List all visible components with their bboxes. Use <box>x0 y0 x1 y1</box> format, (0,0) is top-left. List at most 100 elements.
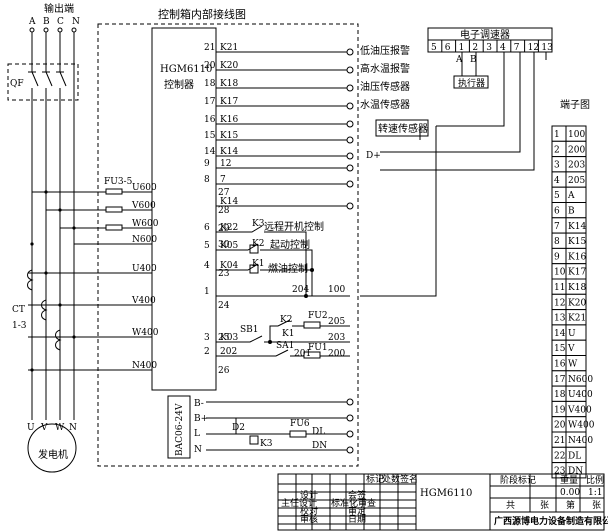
wire-label: K03 <box>220 333 238 343</box>
wire-label: U600 <box>132 183 157 193</box>
relay-k3-label: K3 <box>252 219 265 229</box>
governor-a-label: A <box>455 55 463 65</box>
terminal-label: V <box>567 344 575 354</box>
pin-number: 27 <box>218 188 230 198</box>
wire-label: K22 <box>220 223 238 233</box>
tb-stage-mark: 阶段标记 <box>500 474 536 486</box>
output-label: 输出端 <box>44 2 74 15</box>
qf-label: QF <box>10 79 24 89</box>
pin-number: 2 <box>204 347 210 357</box>
wire-203-label: 203 <box>328 333 345 343</box>
qf-breaker-box <box>7 63 79 101</box>
charger-box <box>167 395 191 459</box>
terminal-number: 21 <box>554 436 565 446</box>
pin-number: 25 <box>218 333 230 343</box>
fu1-label: FU1 <box>308 343 328 353</box>
terminal-label: K14 <box>568 222 586 232</box>
tb-mid-countersign: 会签 <box>348 489 366 501</box>
phase-c-label: C <box>57 17 64 27</box>
pin-number: 1 <box>204 287 210 297</box>
pin-number: 16 <box>204 115 216 125</box>
terminal-number: 12 <box>554 298 565 308</box>
terminal-label: K18 <box>568 283 586 293</box>
wire-100-label: 100 <box>328 285 345 295</box>
controller-pin-27: 27 U600 <box>44 183 230 198</box>
terminal-row: 7 K14 <box>551 217 587 234</box>
pin-number: 24 <box>218 301 230 311</box>
phase-n-label: N <box>72 17 80 27</box>
governor-pin-label: 12 <box>528 43 539 53</box>
terminal-label: A <box>567 191 575 201</box>
wire-label: K17 <box>220 97 238 107</box>
pin-number: 3 <box>204 333 210 343</box>
governor-pin-label: 5 <box>431 43 437 53</box>
tb-col-count: 处数 <box>382 473 400 485</box>
tb-mid-date: 日期 <box>348 514 366 525</box>
dn-label: DN <box>312 441 327 451</box>
wire-label: N400 <box>132 361 157 371</box>
generator-label: 发电机 <box>38 448 68 461</box>
qf-breaker-contacts <box>28 32 67 100</box>
charger-pin-l: L <box>194 429 200 439</box>
governor-pin-label: 3 <box>486 43 492 53</box>
charger-k3-label: K3 <box>260 439 273 449</box>
wire-label: U400 <box>132 264 157 274</box>
terminal-label: U <box>568 329 576 339</box>
cabinet-title: 控制箱内部接线图 <box>158 7 246 21</box>
tb-weight-value: 0.00 <box>560 488 580 498</box>
wire-label: K15 <box>220 131 238 141</box>
fuse-fu35-label: FU3-5 <box>104 177 133 187</box>
terminal-number: 19 <box>554 405 566 415</box>
terminal-number: 5 <box>554 191 560 201</box>
tb-weight-header: 重量 <box>560 474 578 486</box>
terminal-number: 15 <box>554 344 566 354</box>
terminal-label: 100 <box>568 130 585 140</box>
terminal-label: DL <box>568 451 581 461</box>
wire-label: K04 <box>220 261 238 271</box>
tb-row-check: 校对 <box>300 505 318 517</box>
speed-sensor-box <box>375 119 429 137</box>
governor-pin-label: 1 <box>459 43 465 53</box>
charger-pin-bplus: B+ <box>194 414 208 424</box>
pin-number: 5 <box>204 241 210 251</box>
terminal-number: 13 <box>554 314 566 324</box>
controller-pin-3: 3 K03 <box>204 333 238 343</box>
terminal-label: W <box>568 360 578 370</box>
tb-sheet-unit1: 张 <box>540 500 549 511</box>
pin-number: 20 <box>204 61 216 71</box>
generator-symbol <box>27 423 77 473</box>
terminal-label: V400 <box>567 405 592 415</box>
fu6-label: FU6 <box>290 419 310 429</box>
terminal-label: N400 <box>568 436 593 446</box>
diode-d2-label: D2 <box>232 423 245 433</box>
terminal-number: 6 <box>554 207 560 217</box>
wire-label: K16 <box>220 115 238 125</box>
governor-wiring <box>360 52 547 297</box>
lower-k2-label: K2 <box>280 315 292 325</box>
tb-sheet-no: 第 <box>566 499 575 511</box>
pin-number: 26 <box>218 366 230 376</box>
terminal-number: 3 <box>554 161 560 171</box>
terminal-number: 17 <box>554 375 566 385</box>
charger-wiring <box>206 398 354 454</box>
terminal-label: K15 <box>568 237 586 247</box>
wire-label: 202 <box>220 347 237 357</box>
pin-number: 8 <box>204 175 210 185</box>
terminal-number: 7 <box>554 222 560 232</box>
